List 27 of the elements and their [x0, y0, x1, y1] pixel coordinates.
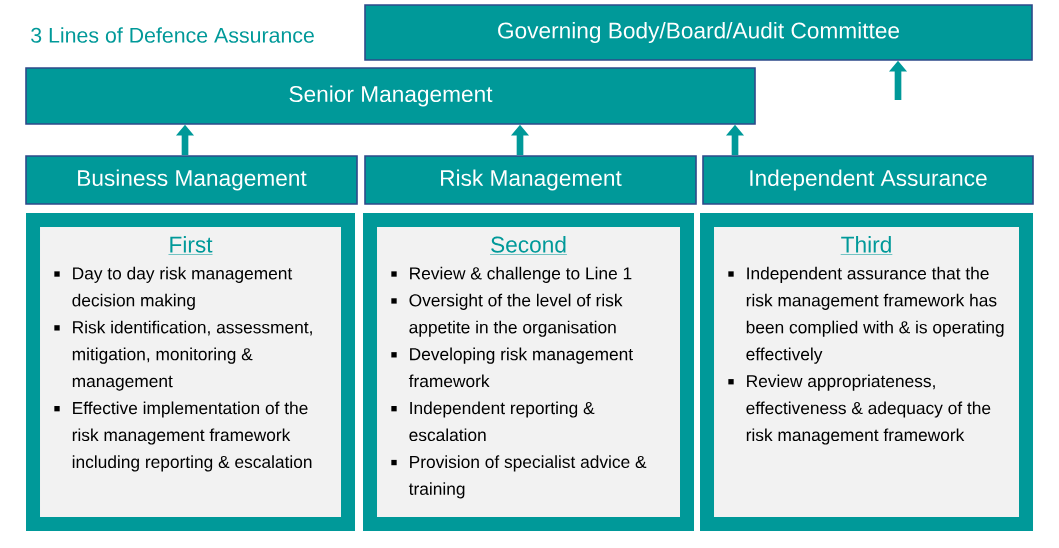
header-text: Senior Management	[289, 85, 493, 107]
panel-heading: First	[168, 236, 213, 255]
header-box	[364, 4, 1033, 61]
bullet-item: Review & challenge to Line 1	[391, 266, 632, 283]
bullet-item: Review appropriateness, effectiveness & adequacy of the risk management framework	[728, 374, 991, 445]
bullet-item: Independent assurance that the risk management framework has been complied with & is operating effectively	[728, 266, 1004, 364]
header-text: Risk Management	[441, 169, 622, 191]
bullet-item: Day to day risk management decision making	[54, 266, 293, 310]
header-box	[25, 67, 756, 125]
header-box	[364, 155, 697, 205]
panel-box	[363, 213, 694, 531]
header-text: Business Management	[78, 169, 307, 191]
panel-heading: Second	[489, 236, 568, 255]
panel-box	[26, 213, 355, 531]
bullet-item: Risk identification, assessment, mitigation, monitoring & management	[54, 320, 312, 391]
diagram-title: 3 Lines of Defence Assurance	[31, 27, 314, 43]
bullet-item: Developing risk management framework	[391, 347, 633, 388]
header-text: Governing Body/Board/Audit Committee	[498, 21, 900, 44]
panel-box	[700, 213, 1033, 531]
bullet-item: Independent reporting & escalation	[391, 401, 595, 442]
bullet-item: Provision of specialist advice & training	[391, 455, 647, 499]
header-text: Independent Assurance	[750, 169, 987, 191]
bullet-item: Effective implementation of the risk management framework including reporting & escalation	[54, 401, 312, 472]
header-box	[702, 155, 1034, 205]
bullet-item: Oversight of the level of risk appetite in the organisation	[391, 293, 623, 337]
header-box	[25, 155, 358, 205]
panel-heading: Third	[840, 236, 893, 255]
